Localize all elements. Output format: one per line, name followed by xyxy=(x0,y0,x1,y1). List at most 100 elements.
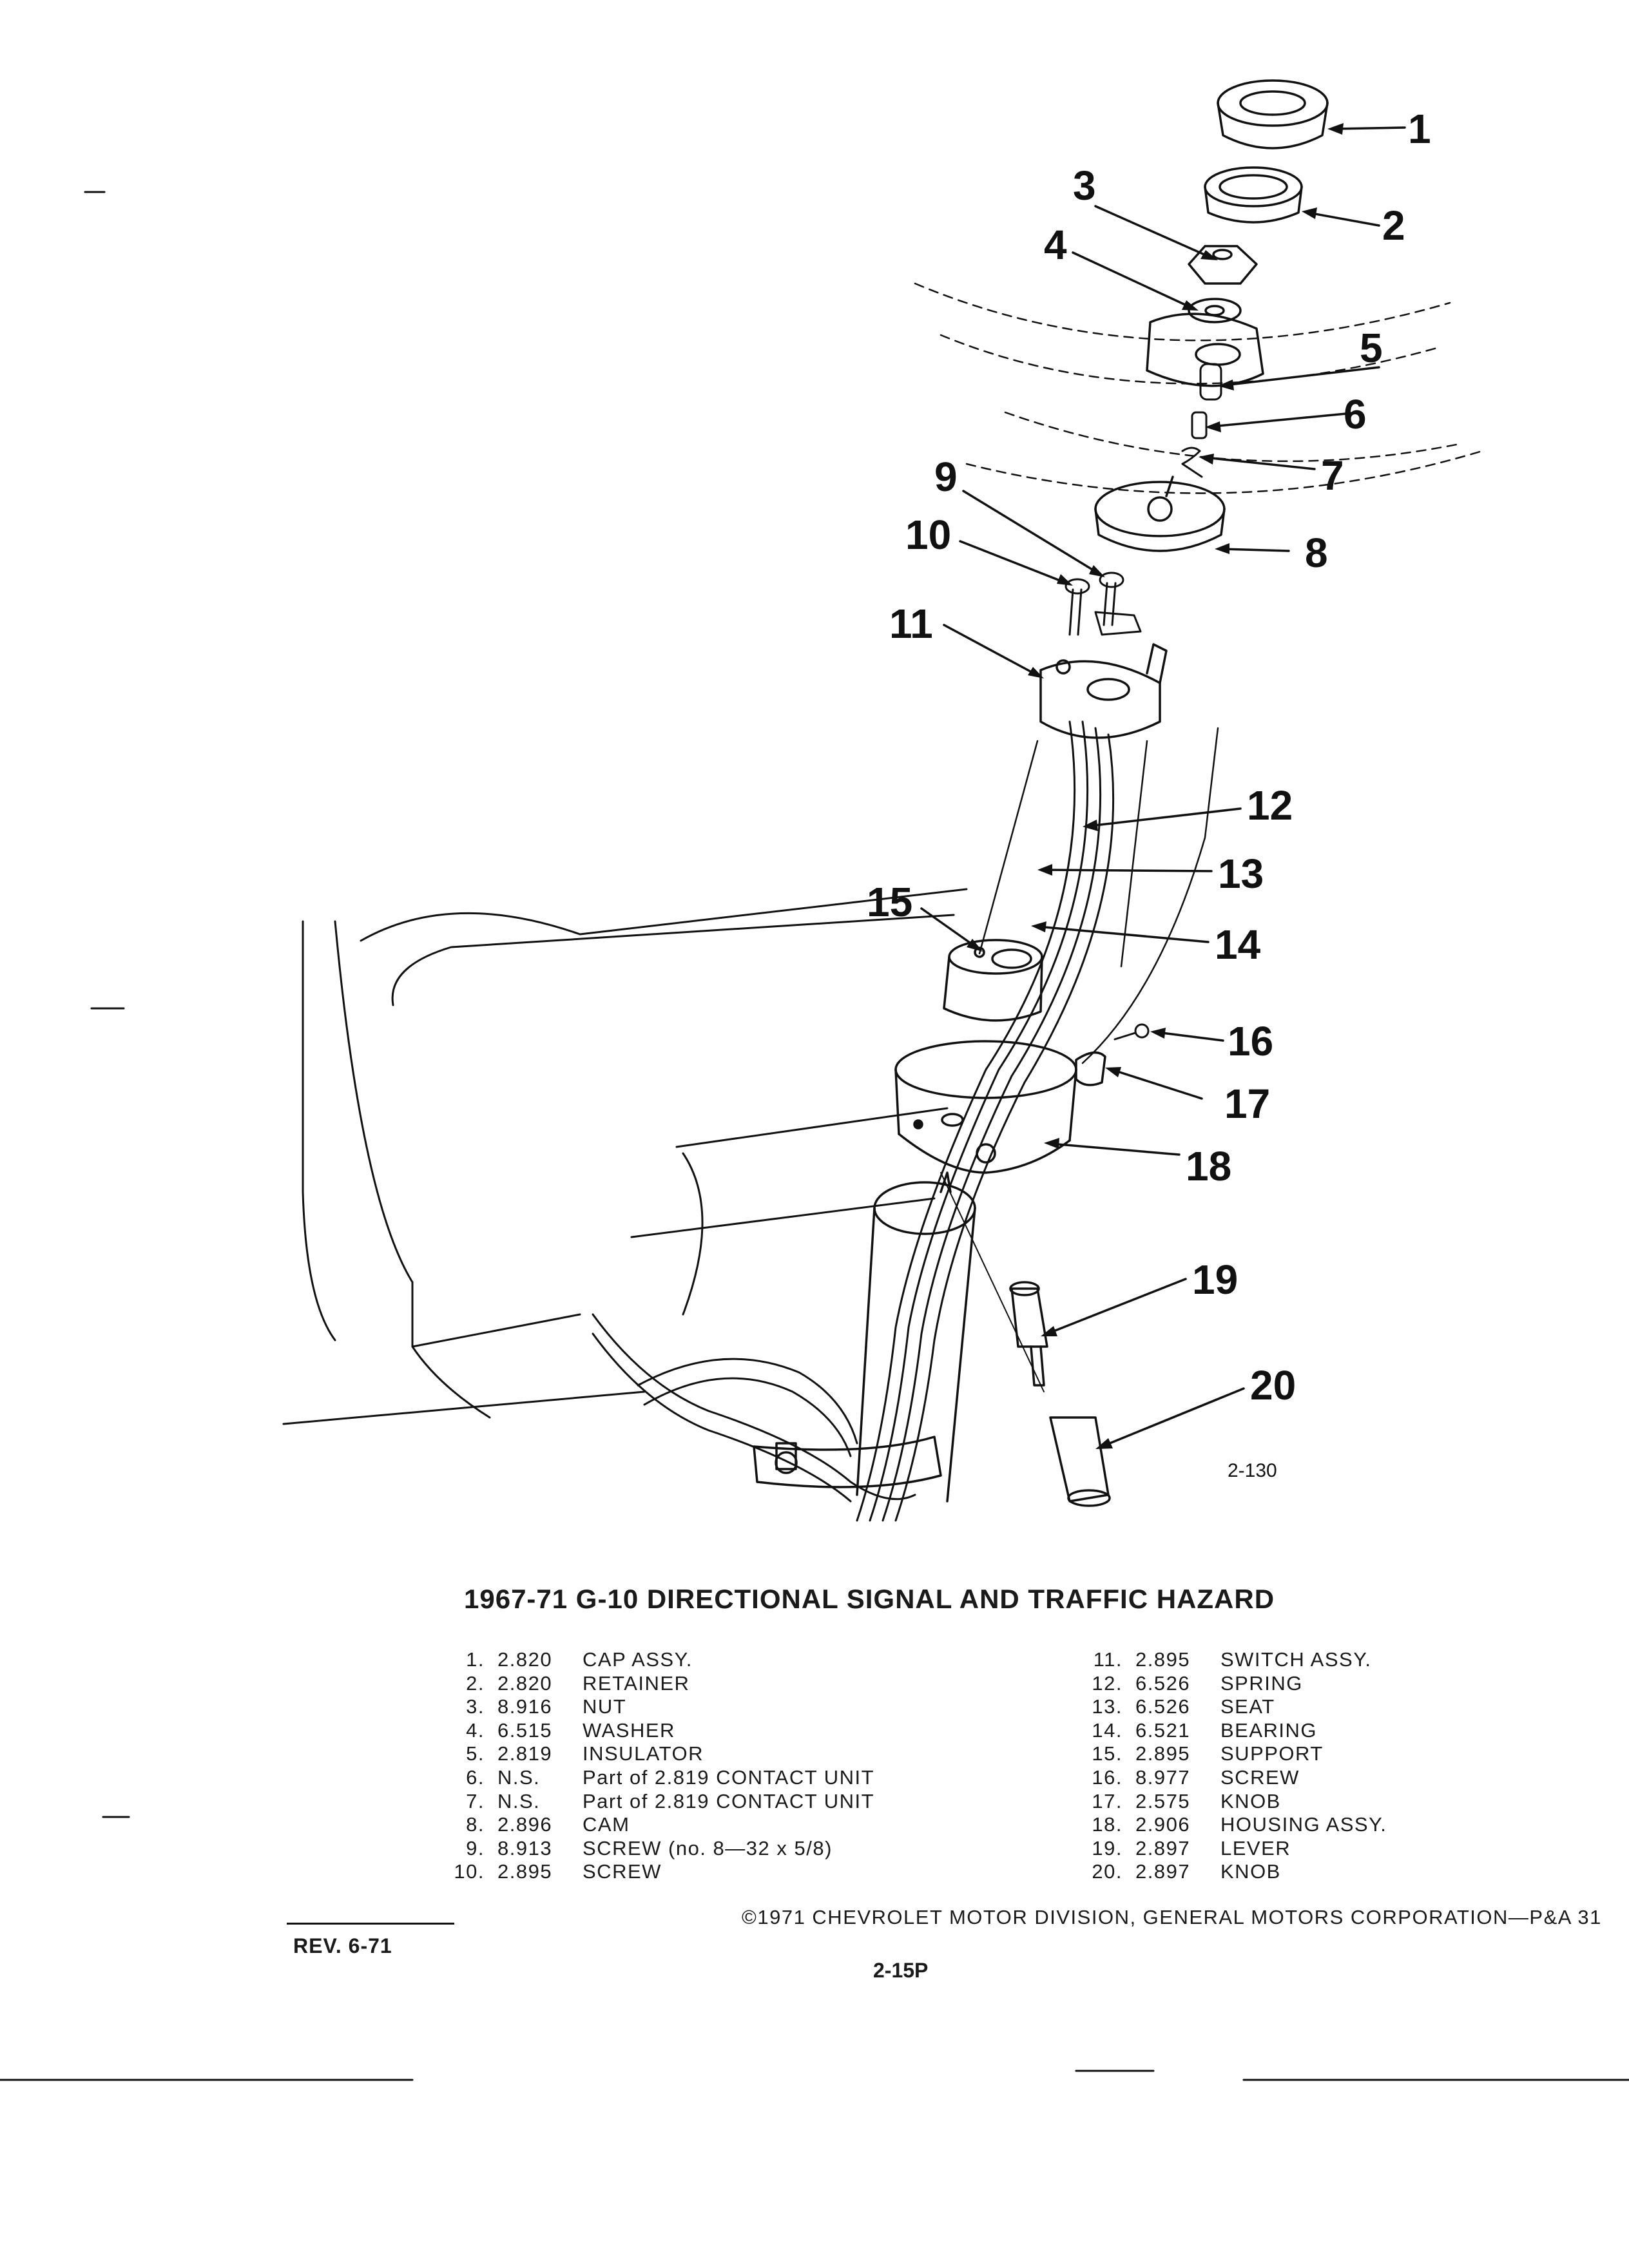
part-code: 8.913 xyxy=(497,1836,553,1860)
margin-marks xyxy=(0,191,1629,2081)
part-number: 11. xyxy=(1093,1648,1123,1671)
part-code: 2.895 xyxy=(1135,1742,1191,1765)
parts-list-row: 5. 2.819 INSULATOR xyxy=(438,1742,874,1766)
part-code: 2.906 xyxy=(1135,1813,1191,1836)
cap xyxy=(1217,79,1329,149)
part-code: 6.526 xyxy=(1135,1695,1191,1718)
part-code: 2.820 xyxy=(497,1671,553,1695)
footer-rule-left xyxy=(287,1923,454,1925)
callout-4: 4 xyxy=(1044,222,1067,268)
revision-label: REV. 6-71 xyxy=(293,1934,392,1957)
part-code: 2.575 xyxy=(1135,1789,1191,1812)
part-code: 2.897 xyxy=(1135,1836,1191,1860)
part-number: 6. xyxy=(466,1765,485,1789)
part-number: 9. xyxy=(466,1836,485,1860)
parts-list-row: 12. 6.526 SPRING xyxy=(1076,1672,1387,1696)
callout-12: 12 xyxy=(1247,782,1293,829)
copyright-text: ©1971 CHEVROLET MOTOR DIVISION, GENERAL … xyxy=(739,1906,1605,1929)
part-name: SWITCH ASSY. xyxy=(1220,1648,1372,1671)
part-name: SUPPORT xyxy=(1220,1742,1324,1765)
parts-list-row: 8. 2.896 CAM xyxy=(438,1813,874,1837)
callout-6: 6 xyxy=(1344,391,1367,437)
parts-list-row: 9. 8.913 SCREW (no. 8—32 x 5/8) xyxy=(438,1837,874,1861)
part-name: SCREW (no. 8—32 x 5/8) xyxy=(583,1836,833,1860)
parts-list-row: 11. 2.895 SWITCH ASSY. xyxy=(1076,1648,1387,1672)
callout-20: 20 xyxy=(1250,1362,1296,1408)
steering-hub xyxy=(1146,312,1264,387)
part-name: CAM xyxy=(583,1813,630,1836)
leader-lines xyxy=(920,126,1406,1448)
callout-11: 11 xyxy=(889,601,933,647)
callout-16: 16 xyxy=(1228,1018,1273,1064)
cam xyxy=(1094,476,1226,552)
part-number: 5. xyxy=(466,1742,485,1765)
part-code: 2.895 xyxy=(497,1860,553,1883)
cab-outline xyxy=(282,888,968,1425)
parts-list-row: 15. 2.895 SUPPORT xyxy=(1076,1742,1387,1766)
part-name: KNOB xyxy=(1220,1789,1281,1812)
part-number: 2. xyxy=(466,1671,485,1695)
nut xyxy=(1188,245,1258,285)
parts-list-row: 7.N.S.Part of 2.819 CONTACT UNIT xyxy=(438,1790,874,1814)
part-name: BEARING xyxy=(1220,1718,1318,1742)
callout-13: 13 xyxy=(1218,850,1264,897)
insulator xyxy=(1199,363,1222,401)
lever xyxy=(940,1172,1048,1392)
part-name: LEVER xyxy=(1220,1836,1291,1860)
part-name: SPRING xyxy=(1220,1671,1303,1695)
inner-shaft xyxy=(978,727,1219,1064)
part-name: Part of 2.819 CONTACT UNIT xyxy=(583,1789,875,1812)
part-code: 2.895 xyxy=(1135,1648,1191,1671)
callout-1: 1 xyxy=(1408,106,1431,152)
callout-18: 18 xyxy=(1186,1143,1231,1189)
part-name: WASHER xyxy=(583,1718,675,1742)
callout-7: 7 xyxy=(1321,452,1344,499)
part-number: 12. xyxy=(1092,1671,1123,1695)
part-code: 2.819 xyxy=(497,1742,553,1765)
part-code: N.S. xyxy=(497,1765,541,1789)
callout-8: 8 xyxy=(1305,530,1328,576)
part-number: 3. xyxy=(466,1695,485,1718)
callout-19: 19 xyxy=(1192,1256,1238,1303)
callout-17: 17 xyxy=(1224,1081,1270,1127)
part-code: 2.820 xyxy=(497,1648,553,1671)
callout-labels: 1 2 3 4 5 6 7 8 9 10 11 12 13 14 15 16 1… xyxy=(867,106,1431,1481)
callout-14: 14 xyxy=(1215,921,1261,968)
part-code: 2.896 xyxy=(497,1813,553,1836)
part-code: 6.526 xyxy=(1135,1671,1191,1695)
part-code: 8.977 xyxy=(1135,1765,1191,1789)
callout-2: 2 xyxy=(1382,202,1405,249)
diagram-title: 1967-71 G-10 DIRECTIONAL SIGNAL AND TRAF… xyxy=(464,1584,1275,1614)
part-name: SEAT xyxy=(1220,1695,1275,1718)
page-number: 2-15P xyxy=(873,1959,929,1982)
part-name: Part of 2.819 CONTACT UNIT xyxy=(583,1765,875,1789)
callout-5: 5 xyxy=(1360,325,1383,371)
screw-16 xyxy=(1113,1023,1150,1041)
callout-10: 10 xyxy=(905,512,951,558)
parts-list-row: 6. N.S. Part of 2.819 CONTACT UNIT xyxy=(438,1766,874,1790)
footer-copyright-line: ©1971 CHEVROLET MOTOR DIVISION, GENERAL … xyxy=(287,1906,1605,1932)
switch-assembly xyxy=(1039,643,1168,739)
part-name: RETAINER xyxy=(583,1671,690,1695)
part-number: 14. xyxy=(1092,1718,1123,1742)
retainer xyxy=(1204,166,1303,224)
part-number: 15. xyxy=(1092,1742,1123,1765)
screws-9-10 xyxy=(1065,572,1142,636)
part-number: 8. xyxy=(466,1813,485,1836)
part-name: INSULATOR xyxy=(583,1742,704,1765)
washer xyxy=(1188,298,1242,323)
part-number: 20. xyxy=(1092,1860,1123,1883)
part-name: KNOB xyxy=(1220,1860,1281,1883)
part-number: 4. xyxy=(466,1718,485,1742)
lever-knob xyxy=(1049,1416,1111,1507)
